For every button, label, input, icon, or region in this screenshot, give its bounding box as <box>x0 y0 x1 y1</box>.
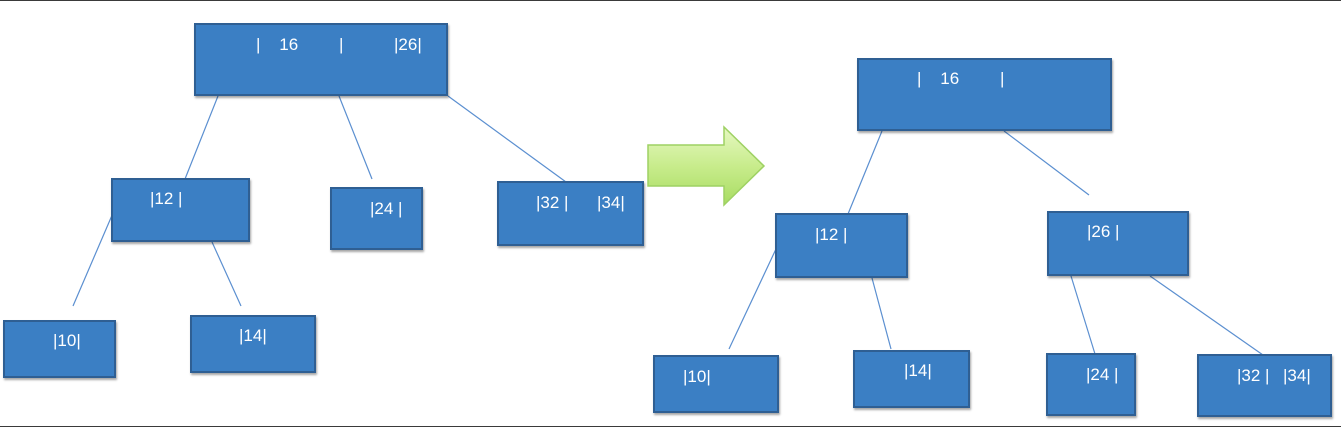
after-root-key-2: | <box>1000 69 1005 88</box>
before-leftright-key-1: |14| <box>239 326 267 345</box>
edge-after-right-rightchild <box>1149 275 1264 356</box>
edge-after-root-left <box>847 130 883 215</box>
before-middle-key-1: |24 | <box>370 199 403 218</box>
edge-before-root-right <box>447 95 567 183</box>
before-leftleft-key-1: |10| <box>53 331 81 350</box>
edge-before-root-middle <box>338 95 373 180</box>
after-left-node: |12 | <box>775 213 908 278</box>
after-leftleft-key-1: |10| <box>683 367 711 386</box>
after-rightright-key-1: |32 | <box>1237 366 1270 385</box>
after-right-node: |26 | <box>1047 211 1189 276</box>
before-root-node: | 16 | |26| <box>194 23 448 96</box>
before-root-key-1: | 16 <box>256 35 299 54</box>
after-root-key-1: | 16 <box>917 69 960 88</box>
before-left-key-1: |12 | <box>150 189 183 208</box>
after-right-key-1: |26 | <box>1087 222 1120 241</box>
before-leftleft-node: |10| <box>3 320 116 378</box>
before-middle-node: |24 | <box>330 187 423 250</box>
before-leftright-node: |14| <box>190 315 316 373</box>
after-leftleft-node: |10| <box>653 355 779 413</box>
after-leftright-node: |14| <box>853 350 970 408</box>
before-right-key-2: |34| <box>597 193 625 212</box>
after-leftright-key-1: |14| <box>904 361 932 380</box>
after-rightright-key-2: |34| <box>1283 366 1311 385</box>
before-right-node: |32 | |34| <box>497 181 644 246</box>
edge-after-right-leftchild <box>1070 275 1096 355</box>
after-left-key-1: |12 | <box>815 225 848 244</box>
after-rightright-node: |32 | |34| <box>1197 354 1332 417</box>
after-rightleft-node: |24 | <box>1046 353 1136 416</box>
before-root-key-3: |26| <box>394 35 422 54</box>
before-right-key-1: |32 | <box>536 193 569 212</box>
edge-before-left-rightchild <box>211 241 242 307</box>
after-root-node: | 16 | <box>857 58 1112 131</box>
edge-before-root-left <box>184 95 219 180</box>
edge-after-left-leftchild <box>728 248 777 350</box>
edge-after-root-right <box>1003 130 1090 196</box>
edge-before-left-leftchild <box>72 212 114 307</box>
before-root-key-2: | <box>339 35 344 54</box>
edge-after-left-rightchild <box>871 277 892 350</box>
after-rightleft-key-1: |24 | <box>1086 365 1119 384</box>
before-left-node: |12 | <box>111 178 250 242</box>
